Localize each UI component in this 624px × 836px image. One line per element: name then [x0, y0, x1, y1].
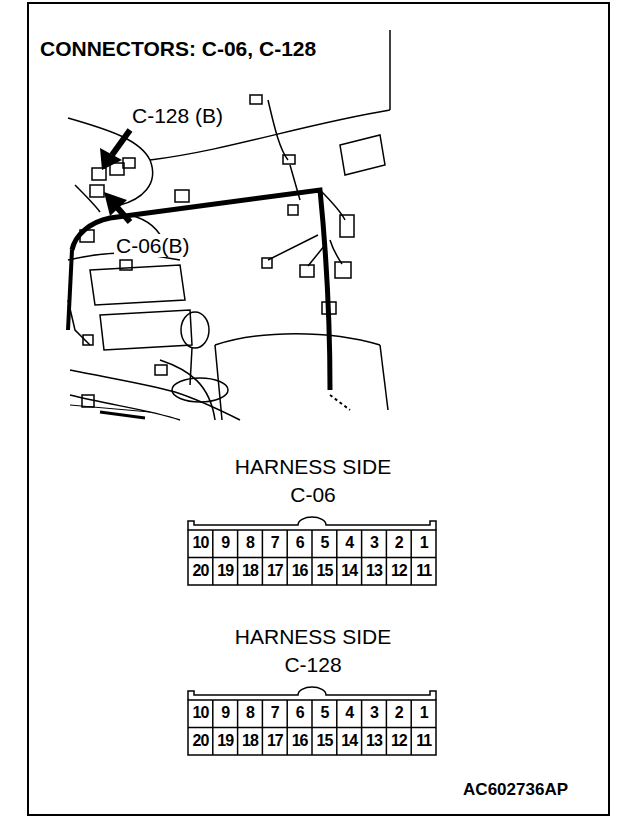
pin-number: 7	[263, 705, 287, 721]
pointer-arrow	[104, 192, 130, 222]
pin-number: 8	[238, 535, 262, 551]
pin-number: 10	[189, 535, 213, 551]
connector-name: C-06	[290, 484, 336, 505]
pin-number: 16	[288, 733, 312, 749]
pin-number: 3	[362, 535, 386, 551]
pin-number: 19	[213, 563, 237, 579]
pin-number: 19	[213, 733, 237, 749]
connector-name: C-128	[284, 654, 341, 675]
connector-callout: C-128 (B)	[130, 104, 225, 127]
pin-number: 16	[288, 563, 312, 579]
pin-number: 11	[412, 733, 436, 749]
view-heading: HARNESS SIDE	[235, 626, 391, 647]
pin-number: 14	[337, 563, 361, 579]
pin-number: 9	[213, 535, 237, 551]
connector-callout: C-06(B)	[114, 234, 192, 257]
pin-number: 18	[238, 733, 262, 749]
pin-number: 8	[238, 705, 262, 721]
pin-number: 9	[213, 705, 237, 721]
pin-number: 1	[412, 535, 436, 551]
pin-number: 15	[313, 563, 337, 579]
frame	[28, 3, 609, 815]
pin-number: 4	[337, 535, 361, 551]
dashboard-illustration	[68, 30, 390, 420]
pin-number: 17	[263, 733, 287, 749]
figure-code: AC602736AP	[463, 781, 568, 798]
connector-face	[188, 517, 436, 585]
pin-number: 13	[362, 733, 386, 749]
pin-number: 20	[189, 733, 213, 749]
pin-number: 12	[387, 733, 411, 749]
view-heading: HARNESS SIDE	[235, 456, 391, 477]
pin-number: 20	[189, 563, 213, 579]
title: CONNECTORS: C-06, C-128	[40, 38, 316, 59]
wiring-harness	[72, 190, 330, 390]
pin-number: 18	[238, 563, 262, 579]
pin-number: 10	[189, 705, 213, 721]
pin-number: 5	[313, 535, 337, 551]
pin-number: 2	[387, 535, 411, 551]
pin-number: 6	[288, 705, 312, 721]
pin-number: 11	[412, 563, 436, 579]
pin-number: 2	[387, 705, 411, 721]
pin-number: 13	[362, 563, 386, 579]
pin-number: 6	[288, 535, 312, 551]
connector-face	[188, 687, 436, 755]
wiring-harness	[68, 250, 72, 330]
pin-number: 15	[313, 733, 337, 749]
pin-number: 14	[337, 733, 361, 749]
pin-number: 5	[313, 705, 337, 721]
pin-number: 12	[387, 563, 411, 579]
pin-number: 17	[263, 563, 287, 579]
pin-number: 3	[362, 705, 386, 721]
pin-number: 4	[337, 705, 361, 721]
pin-number: 1	[412, 705, 436, 721]
wiring-harness	[330, 395, 350, 410]
pin-number: 7	[263, 535, 287, 551]
pointer-arrow	[100, 130, 130, 170]
